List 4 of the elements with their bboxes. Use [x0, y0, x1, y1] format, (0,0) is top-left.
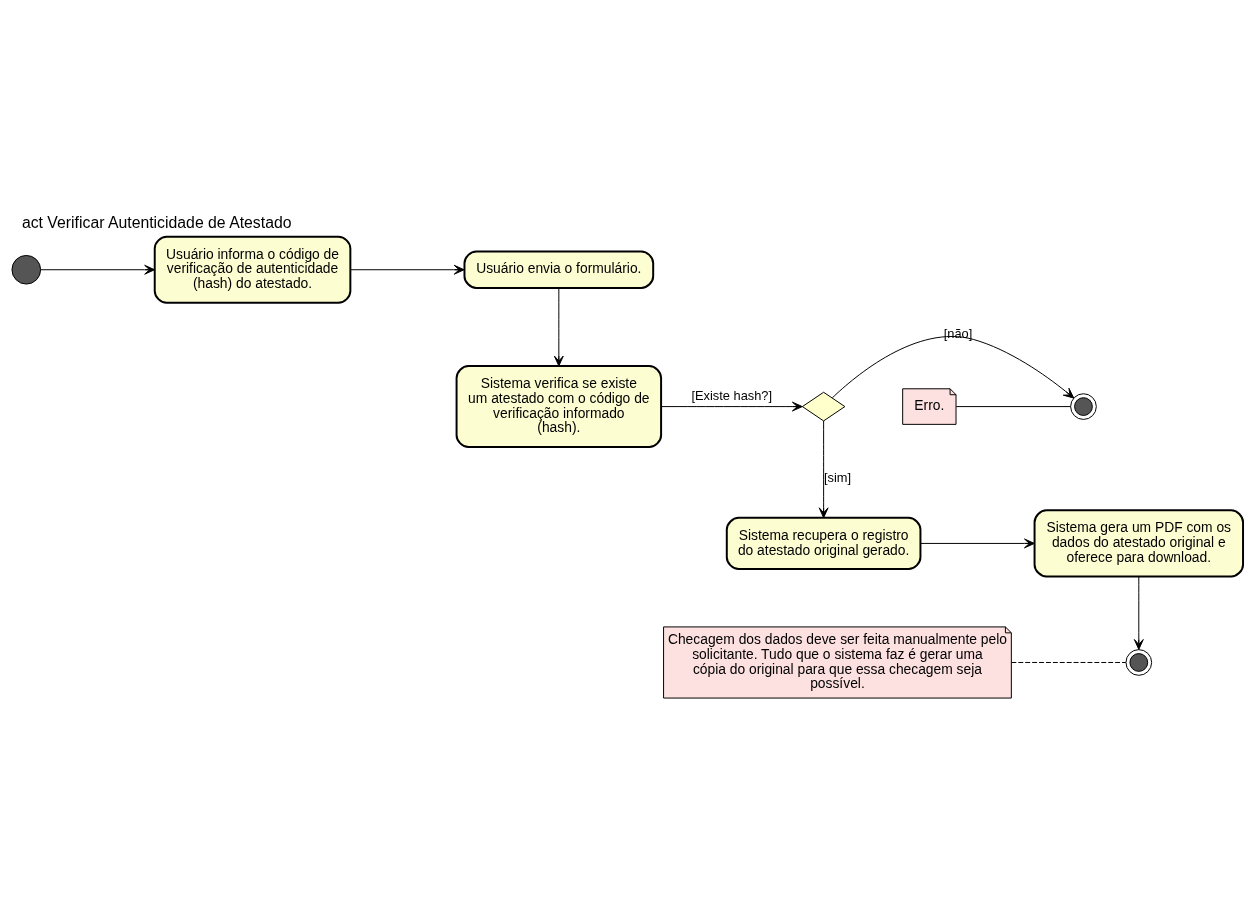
diagram-title: act Verificar Autenticidade de Atestado — [21, 213, 292, 231]
edge-label: [não] — [943, 325, 973, 341]
edge-label: [sim] — [823, 470, 851, 486]
edge-label: [Existe hash?] — [691, 388, 773, 404]
